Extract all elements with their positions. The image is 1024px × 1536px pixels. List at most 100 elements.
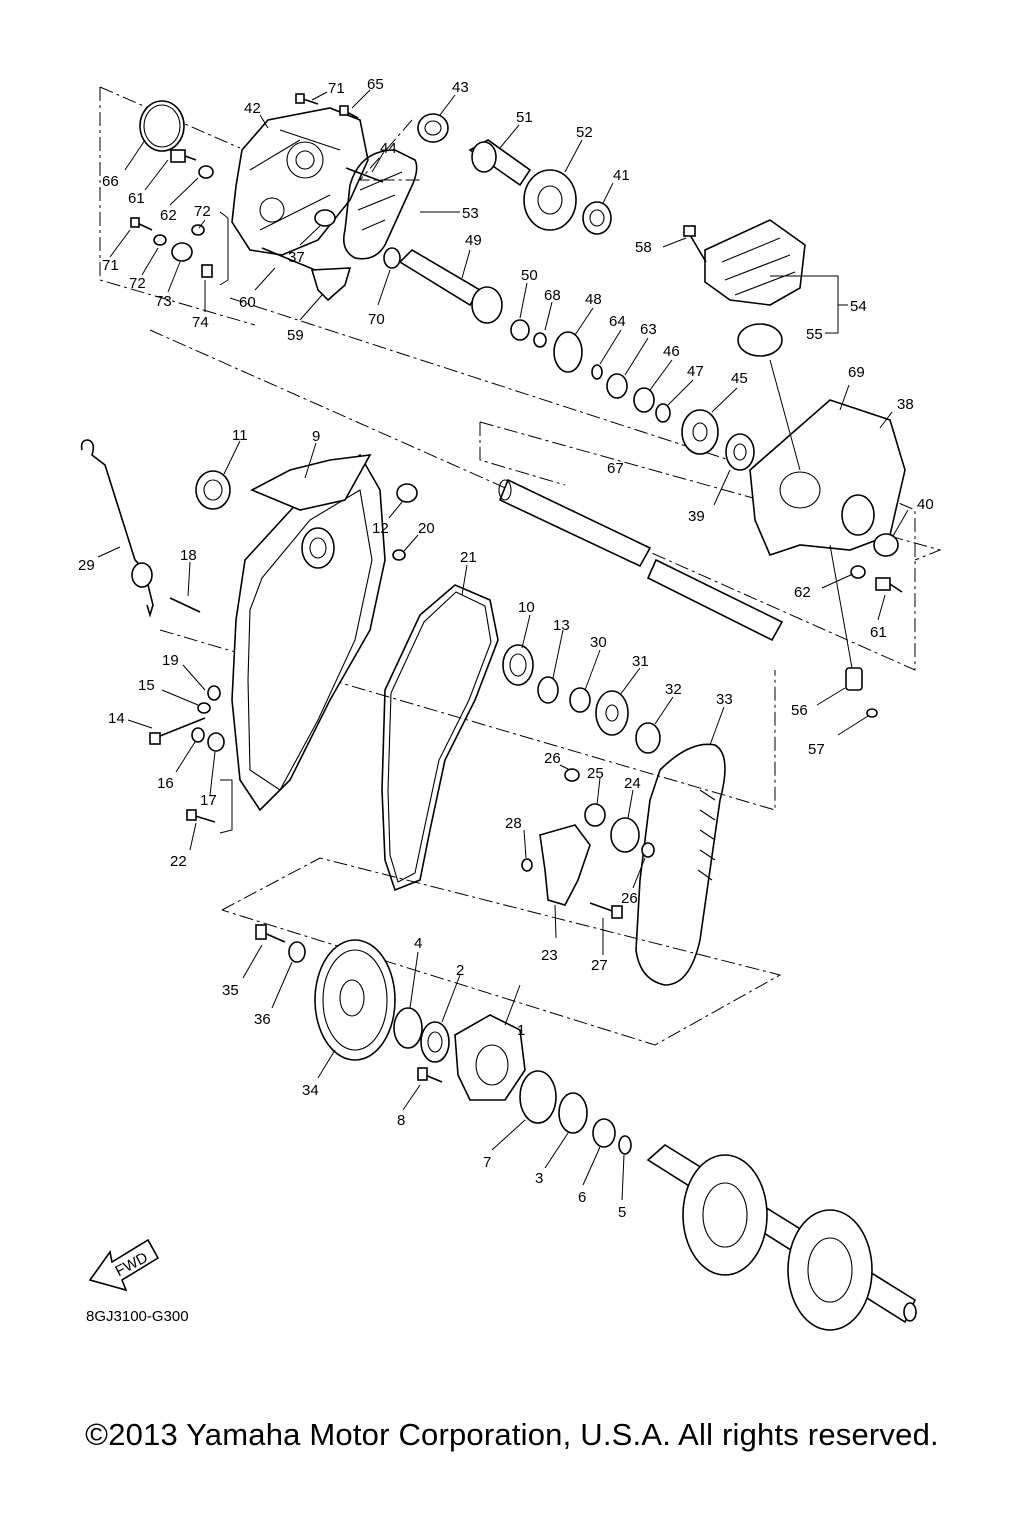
gear-housing-cover	[231, 107, 369, 256]
bolt-16	[191, 727, 205, 743]
callout-35: 35	[222, 982, 239, 999]
callout-3: 3	[535, 1170, 543, 1187]
stud-18	[169, 597, 201, 613]
circlip-70	[383, 247, 401, 269]
track-sprocket-right	[787, 1209, 873, 1331]
callout-31: 31	[632, 653, 649, 670]
callout-19: 19	[162, 652, 179, 669]
clip-28	[521, 858, 533, 872]
callout-32: 32	[665, 681, 682, 698]
callout-17: 17	[200, 792, 217, 809]
callout-63: 63	[640, 321, 657, 338]
o-ring-7	[519, 1070, 557, 1124]
bearing-43	[417, 113, 449, 143]
seal-37	[314, 209, 336, 227]
callout-9: 9	[312, 428, 320, 445]
callout-71-top: 71	[328, 80, 345, 97]
lower-drive-group	[502, 644, 726, 986]
callout-18: 18	[180, 547, 197, 564]
bolt-22	[186, 809, 216, 823]
callout-65: 65	[367, 76, 384, 93]
callout-67: 67	[607, 460, 624, 477]
leader-lines	[97, 89, 909, 1201]
diagram-code: 8GJ3100-G300	[86, 1308, 189, 1325]
callout-33: 33	[716, 691, 733, 708]
callout-44: 44	[380, 140, 397, 157]
washer-36	[288, 941, 306, 963]
bearing-25	[584, 803, 606, 827]
drive-chain-53	[342, 149, 418, 260]
gear-case-cover-54	[704, 219, 806, 306]
callout-73: 73	[155, 293, 172, 310]
callout-69: 69	[848, 364, 865, 381]
callout-26-lower: 26	[621, 890, 638, 907]
bolt-71-left	[130, 217, 153, 231]
washer-26-upper	[564, 768, 580, 782]
collar-47	[655, 403, 671, 423]
callout-52: 52	[576, 124, 593, 141]
seal-11	[195, 470, 231, 510]
circlip-4	[393, 1007, 423, 1049]
bolt-35	[255, 924, 286, 943]
plug-19	[207, 685, 221, 701]
callout-11: 11	[232, 427, 248, 444]
callout-12: 12	[372, 520, 389, 537]
callout-45: 45	[731, 370, 748, 387]
callout-74: 74	[192, 314, 209, 331]
callout-40: 40	[917, 496, 934, 513]
bearing-32	[635, 722, 661, 754]
bearing-housing-1	[454, 1014, 526, 1101]
copyright-notice: ©2013 Yamaha Motor Corporation, U.S.A. A…	[85, 1417, 939, 1452]
callout-6: 6	[578, 1189, 586, 1206]
callout-24: 24	[624, 775, 641, 792]
bolt-8	[417, 1067, 443, 1083]
callout-56: 56	[791, 702, 808, 719]
clip-57	[866, 708, 878, 718]
tensioner-arm-23	[539, 824, 591, 906]
callout-14: 14	[108, 710, 125, 727]
callout-59: 59	[287, 327, 304, 344]
group-boundaries	[99, 86, 942, 1046]
callout-23: 23	[541, 947, 558, 964]
callout-41: 41	[613, 167, 630, 184]
shift-fork-59	[310, 267, 352, 302]
washer-15	[197, 702, 211, 714]
gear-case-group	[683, 219, 906, 718]
callout-54: 54	[850, 298, 867, 315]
gear-case-38	[749, 399, 906, 556]
washer-62-right	[850, 565, 866, 579]
bolt-14	[154, 717, 206, 739]
track-sprocket-left	[682, 1154, 768, 1276]
washer-72-right	[191, 224, 205, 236]
collar-3	[558, 1092, 588, 1134]
callout-13: 13	[553, 617, 570, 634]
plug-12	[396, 483, 418, 503]
bearing-10	[502, 644, 534, 686]
shift-rod-60	[261, 247, 321, 273]
circlip-13	[537, 676, 559, 704]
callout-21: 21	[460, 549, 477, 566]
washer-26-lower	[641, 842, 655, 858]
bolt-27	[589, 902, 623, 919]
callout-47: 47	[687, 363, 704, 380]
callout-25: 25	[587, 765, 604, 782]
bolt-65	[339, 105, 359, 119]
bearing-41	[582, 201, 612, 235]
callout-68: 68	[544, 287, 561, 304]
callout-7: 7	[483, 1154, 491, 1171]
seal-40	[873, 533, 899, 557]
sprocket-49	[471, 286, 503, 324]
bearing-2	[420, 1021, 450, 1063]
callout-61-left: 61	[128, 190, 145, 207]
gear-housing-cover-group	[130, 93, 384, 302]
callout-49: 49	[465, 232, 482, 249]
callout-38: 38	[897, 396, 914, 413]
callout-39: 39	[688, 508, 705, 525]
collar-68	[533, 332, 547, 348]
dipstick-29	[80, 439, 154, 618]
dowel-20	[392, 549, 406, 561]
callout-28: 28	[505, 815, 522, 832]
washer-62-left	[198, 165, 214, 179]
nut-74	[201, 264, 213, 278]
